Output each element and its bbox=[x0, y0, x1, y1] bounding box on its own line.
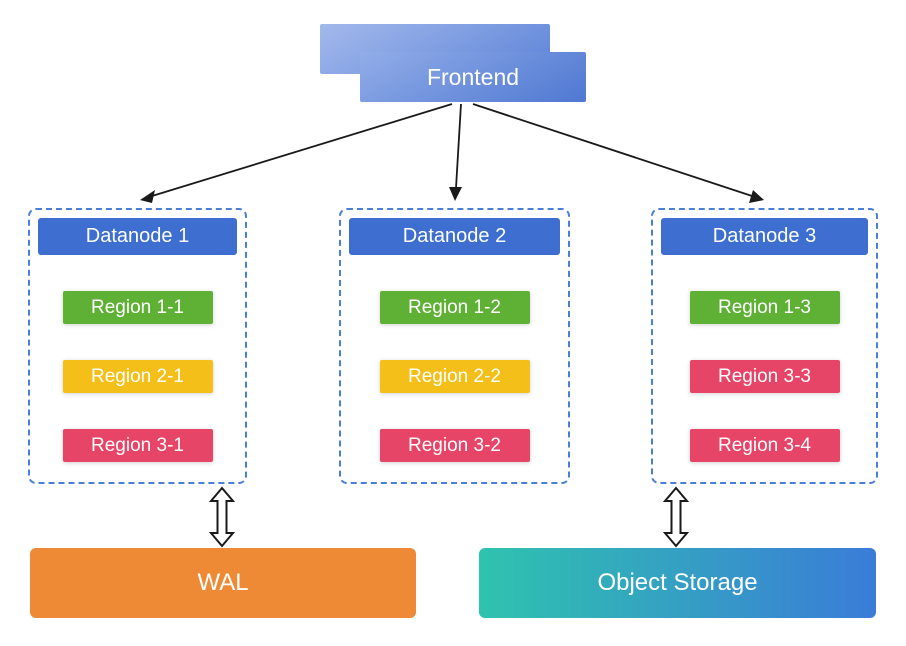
datanode-2-title: Datanode 2 bbox=[402, 225, 507, 247]
region-1-2: Region 1-2 bbox=[379, 291, 530, 324]
arrow-frontend-to-datanode-3 bbox=[472, 103, 753, 197]
double-arrow-datanode3-object-storage bbox=[662, 486, 690, 548]
region-2-2: Region 2-2 bbox=[379, 360, 530, 393]
datanode-2-header: Datanode 2 bbox=[349, 218, 560, 255]
object-storage-label: Object Storage bbox=[597, 569, 758, 596]
region-2-1: Region 2-1 bbox=[62, 360, 213, 393]
double-arrow-datanode1-wal bbox=[208, 486, 236, 548]
datanode-3-container: Datanode 3 Region 1-3 Region 3-3 Region … bbox=[651, 208, 878, 484]
arrow-frontend-to-datanode-1 bbox=[151, 103, 453, 197]
datanode-1-container: Datanode 1 Region 1-1 Region 2-1 Region … bbox=[28, 208, 247, 484]
arrowhead-datanode-3 bbox=[749, 190, 764, 203]
datanode-1-title: Datanode 1 bbox=[85, 225, 190, 247]
region-1-1: Region 1-1 bbox=[62, 291, 213, 324]
datanode-3-header: Datanode 3 bbox=[661, 218, 868, 255]
arrowhead-datanode-1 bbox=[140, 190, 155, 203]
frontend-box: Frontend bbox=[360, 52, 586, 102]
datanode-2-container: Datanode 2 Region 1-2 Region 2-2 Region … bbox=[339, 208, 570, 484]
region-3-3: Region 3-3 bbox=[689, 360, 840, 393]
arrow-frontend-to-datanode-2 bbox=[455, 103, 462, 189]
wal-box: WAL bbox=[30, 548, 416, 618]
datanode-1-header: Datanode 1 bbox=[38, 218, 237, 255]
wal-label: WAL bbox=[197, 569, 249, 596]
datanode-3-title: Datanode 3 bbox=[712, 225, 817, 247]
region-3-2: Region 3-2 bbox=[379, 429, 530, 462]
region-1-3: Region 1-3 bbox=[689, 291, 840, 324]
frontend-label: Frontend bbox=[426, 63, 520, 90]
region-3-1: Region 3-1 bbox=[62, 429, 213, 462]
object-storage-box: Object Storage bbox=[479, 548, 876, 618]
arrowhead-datanode-2 bbox=[449, 187, 462, 201]
region-3-4: Region 3-4 bbox=[689, 429, 840, 462]
